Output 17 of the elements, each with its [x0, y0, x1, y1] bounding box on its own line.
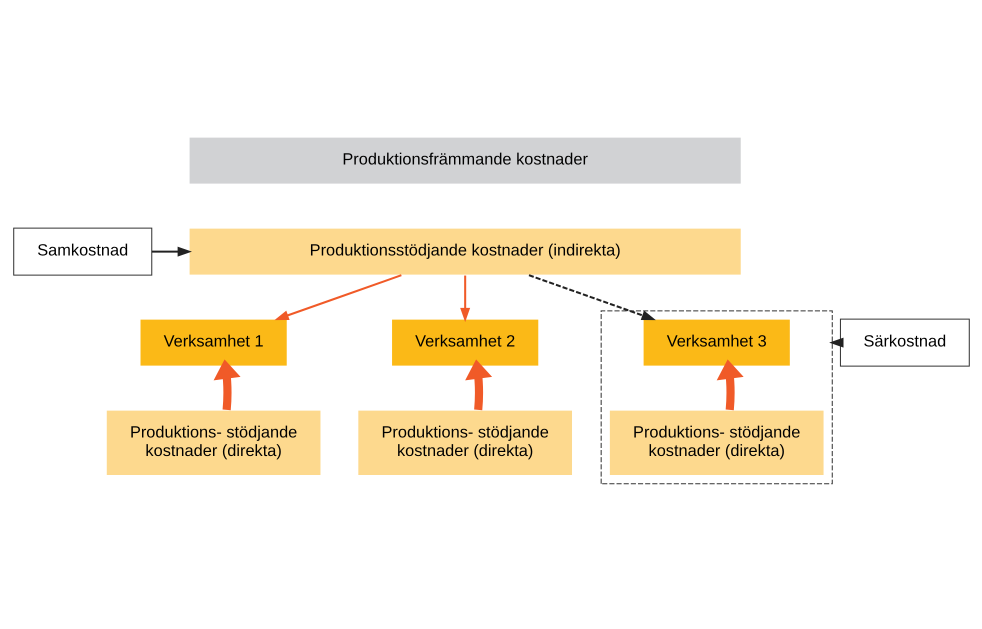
arrow: [274, 274, 402, 320]
arrow: [213, 359, 240, 410]
arrow: [528, 274, 656, 320]
arrow: [151, 246, 192, 257]
arrow: [464, 359, 492, 410]
node-box: Samkostnad: [12, 228, 152, 276]
node-box: Produktions- stödjande kostnader (direkta): [105, 410, 321, 476]
node-box: Produktions- stödjande kostnader (direkta): [356, 410, 573, 476]
arrow: [716, 359, 744, 410]
arrow: [828, 338, 843, 348]
node-box: Verksamhet 1: [139, 318, 288, 367]
node-box: Produktions- stödjande kostnader (direkta): [608, 410, 824, 476]
node-box: Verksamhet 3: [642, 318, 790, 367]
arrow: [460, 276, 470, 322]
node-box: Produktionsstödjande kostnader (indirekta): [188, 228, 742, 276]
node-box: Verksamhet 2: [390, 318, 539, 367]
node-box: Produktionsfrämmande kostnader: [188, 136, 742, 185]
